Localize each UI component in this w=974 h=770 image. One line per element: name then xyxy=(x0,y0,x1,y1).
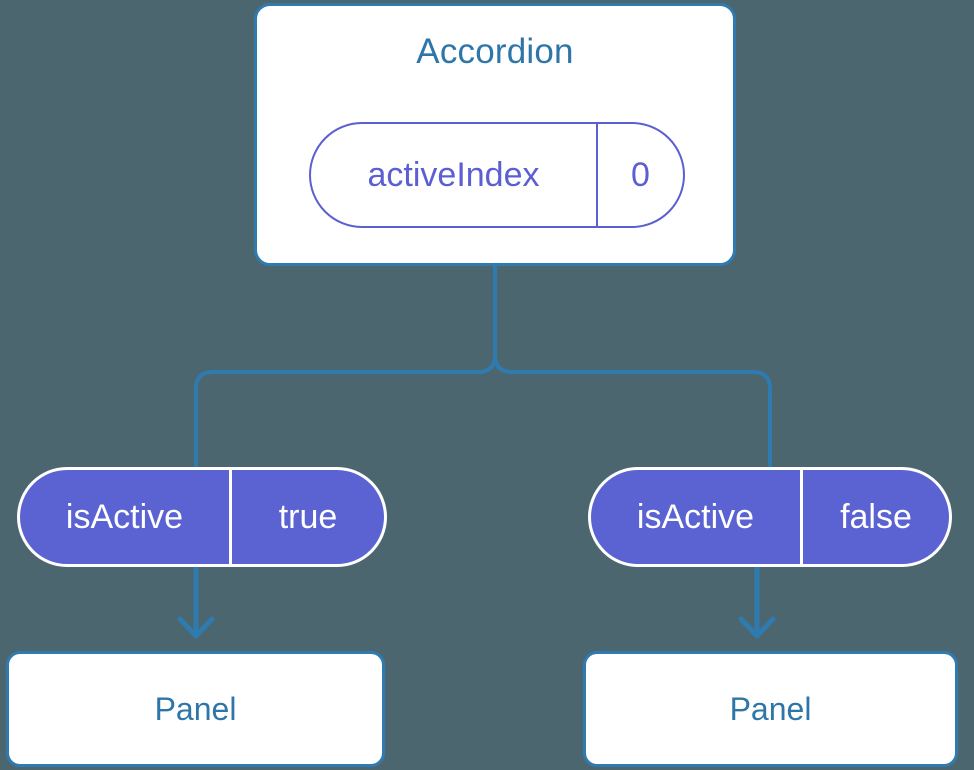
props-pill-is-active-true: isActive true xyxy=(17,467,387,567)
panel-component-card-left: Panel xyxy=(6,651,385,767)
props-pill-is-active-false: isActive false xyxy=(588,467,952,567)
props-pill-key-left: isActive xyxy=(20,470,232,564)
props-pill-value-left: true xyxy=(278,497,338,536)
arrow-down-icon-left xyxy=(177,567,215,639)
props-pill-key-right: isActive xyxy=(591,470,803,564)
state-pill-key: activeIndex xyxy=(311,124,598,226)
accordion-component-card: Accordion activeIndex 0 xyxy=(254,3,736,266)
panel-title-left: Panel xyxy=(154,691,237,727)
props-pill-value-right: false xyxy=(840,497,912,536)
panel-component-card-right: Panel xyxy=(583,651,958,767)
arrow-down-icon-right xyxy=(738,567,776,639)
panel-title-right: Panel xyxy=(729,691,812,727)
state-pill-active-index: activeIndex 0 xyxy=(309,122,685,228)
state-pill-value: 0 xyxy=(631,155,650,194)
accordion-title: Accordion xyxy=(416,32,574,71)
